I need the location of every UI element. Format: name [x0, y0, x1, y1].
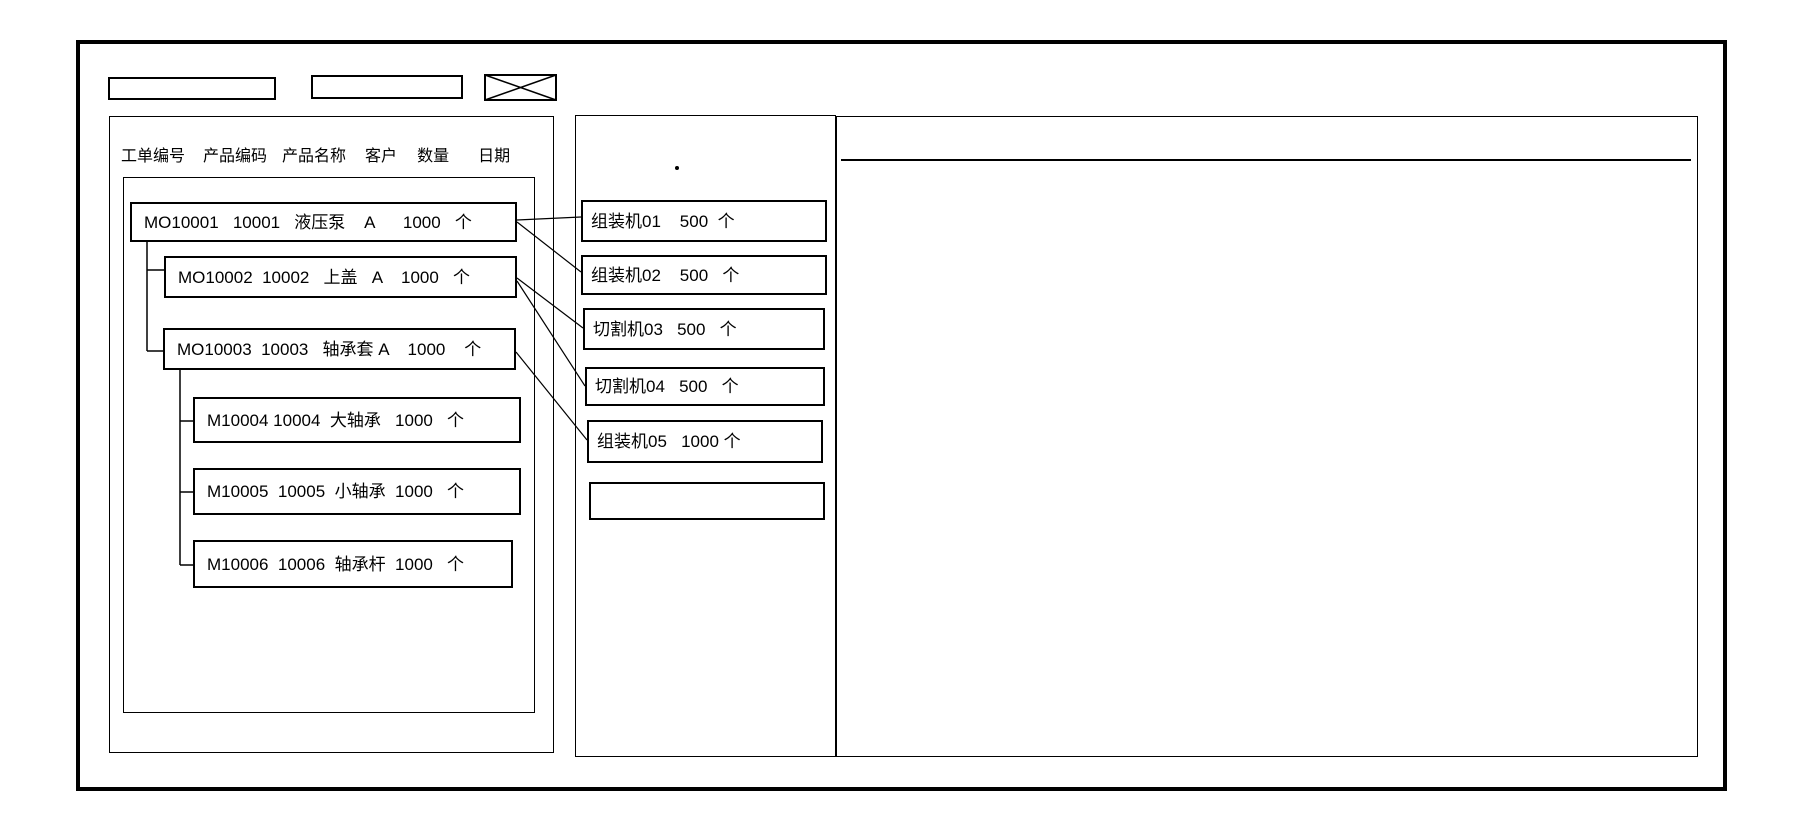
- machine-box-text: 组装机05 1000 个: [597, 432, 741, 451]
- column-header-qty: 数量: [417, 148, 450, 165]
- column-header-product-code: 产品编码: [203, 148, 268, 165]
- order-node-text: M10006 10006 轴承杆 1000 个: [207, 554, 465, 574]
- order-node-mo10002[interactable]: MO10002 10002 上盖 A 1000 个: [164, 256, 517, 298]
- machine-box-text: 组装机02 500 个: [591, 265, 740, 285]
- order-node-mo10001[interactable]: MO10001 10001 液压泵 A 1000 个: [130, 202, 517, 242]
- machine-box-04[interactable]: 切割机04 500 个: [585, 367, 825, 406]
- machine-box-01[interactable]: 组装机01 500 个: [581, 200, 827, 242]
- column-headers: 工单编号 产品编码 产品名称 客户 数量 日期: [121, 144, 511, 165]
- machine-box-empty[interactable]: [589, 482, 825, 520]
- machine-box-03[interactable]: 切割机03 500 个: [583, 308, 825, 350]
- column-header-date: 日期: [478, 148, 511, 165]
- order-node-m10004[interactable]: M10004 10004 大轴承 1000 个: [193, 397, 521, 443]
- order-node-m10006[interactable]: M10006 10006 轴承杆 1000 个: [193, 540, 513, 588]
- detail-panel: [836, 116, 1698, 757]
- order-node-m10005[interactable]: M10005 10005 小轴承 1000 个: [193, 468, 521, 515]
- column-header-wo-no: 工单编号: [121, 148, 186, 165]
- toolbar-field-1[interactable]: [108, 77, 276, 100]
- machine-box-text: 切割机04 500 个: [595, 377, 739, 396]
- toolbar-field-2[interactable]: [311, 75, 463, 99]
- window-frame: [76, 40, 1727, 791]
- machine-box-05[interactable]: 组装机05 1000 个: [587, 420, 823, 463]
- stray-dot: [675, 166, 679, 170]
- order-node-text: MO10002 10002 上盖 A 1000 个: [178, 267, 470, 287]
- column-header-customer: 客户: [365, 148, 398, 165]
- machine-box-02[interactable]: 组装机02 500 个: [581, 255, 827, 295]
- order-node-text: M10004 10004 大轴承 1000 个: [207, 410, 465, 430]
- machine-box-text: 切割机03 500 个: [593, 319, 737, 339]
- close-icon[interactable]: [484, 74, 557, 101]
- detail-panel-header-divider: [841, 159, 1691, 161]
- order-node-text: M10005 10005 小轴承 1000 个: [207, 482, 465, 501]
- order-tree-container: [123, 177, 535, 713]
- column-header-product-name: 产品名称: [282, 148, 347, 165]
- order-node-text: MO10001 10001 液压泵 A 1000 个: [144, 212, 472, 232]
- order-node-mo10003[interactable]: MO10003 10003 轴承套 A 1000 个: [163, 328, 516, 370]
- machine-box-text: 组装机01 500 个: [591, 211, 735, 231]
- order-node-text: MO10003 10003 轴承套 A 1000 个: [177, 339, 482, 359]
